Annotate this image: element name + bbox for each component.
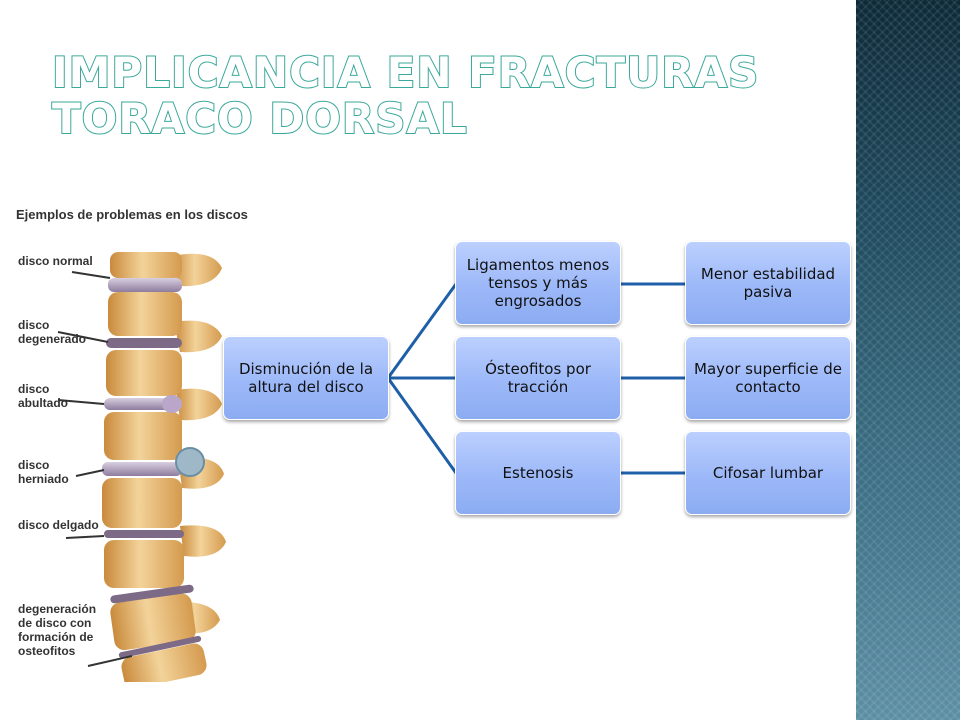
label-disco-normal: disco normal bbox=[18, 254, 93, 268]
spine-illustration: Ejemplos de problemas en los discos disc… bbox=[12, 204, 276, 682]
node-effect-cifosar: Cifosar lumbar bbox=[685, 431, 851, 515]
node-cause-ligamentos: Ligamentos menos tensos y más engrosados bbox=[455, 241, 621, 325]
slide-title: Implicancia en fracturas toraco dorsal bbox=[51, 48, 842, 143]
intervertebral-discs bbox=[102, 278, 205, 659]
label-disco-degenerado: disco degenerado bbox=[18, 318, 87, 346]
slide-title-line-1: Implicancia en fracturas bbox=[51, 48, 760, 97]
node-cause-estenosis: Estenosis bbox=[455, 431, 621, 515]
side-decorative-band bbox=[856, 0, 960, 720]
spine-drawing bbox=[57, 252, 226, 682]
spine-heading: Ejemplos de problemas en los discos bbox=[16, 207, 248, 222]
connector-root-to-cause-3 bbox=[386, 377, 458, 474]
label-disco-delgado: disco delgado bbox=[18, 518, 99, 532]
label-disco-herniado: disco herniado bbox=[18, 458, 69, 486]
spinous-processes bbox=[172, 253, 226, 634]
node-cause-osteofitos: Ósteofitos por tracción bbox=[455, 336, 621, 420]
node-effect-superficie: Mayor superficie de contacto bbox=[685, 336, 851, 420]
vertebral-bodies bbox=[102, 252, 207, 682]
node-root: Disminución de la altura del disco bbox=[223, 336, 389, 420]
label-degeneracion-osteofitos: degeneración de disco con formación de o… bbox=[18, 602, 97, 658]
label-pointer-lines bbox=[57, 271, 133, 667]
label-disco-abultado: disco abultado bbox=[18, 382, 68, 410]
connector-root-to-cause-1 bbox=[386, 283, 458, 379]
node-effect-estabilidad: Menor estabilidad pasiva bbox=[685, 241, 851, 325]
slide-title-line-2: toraco dorsal bbox=[51, 94, 468, 143]
